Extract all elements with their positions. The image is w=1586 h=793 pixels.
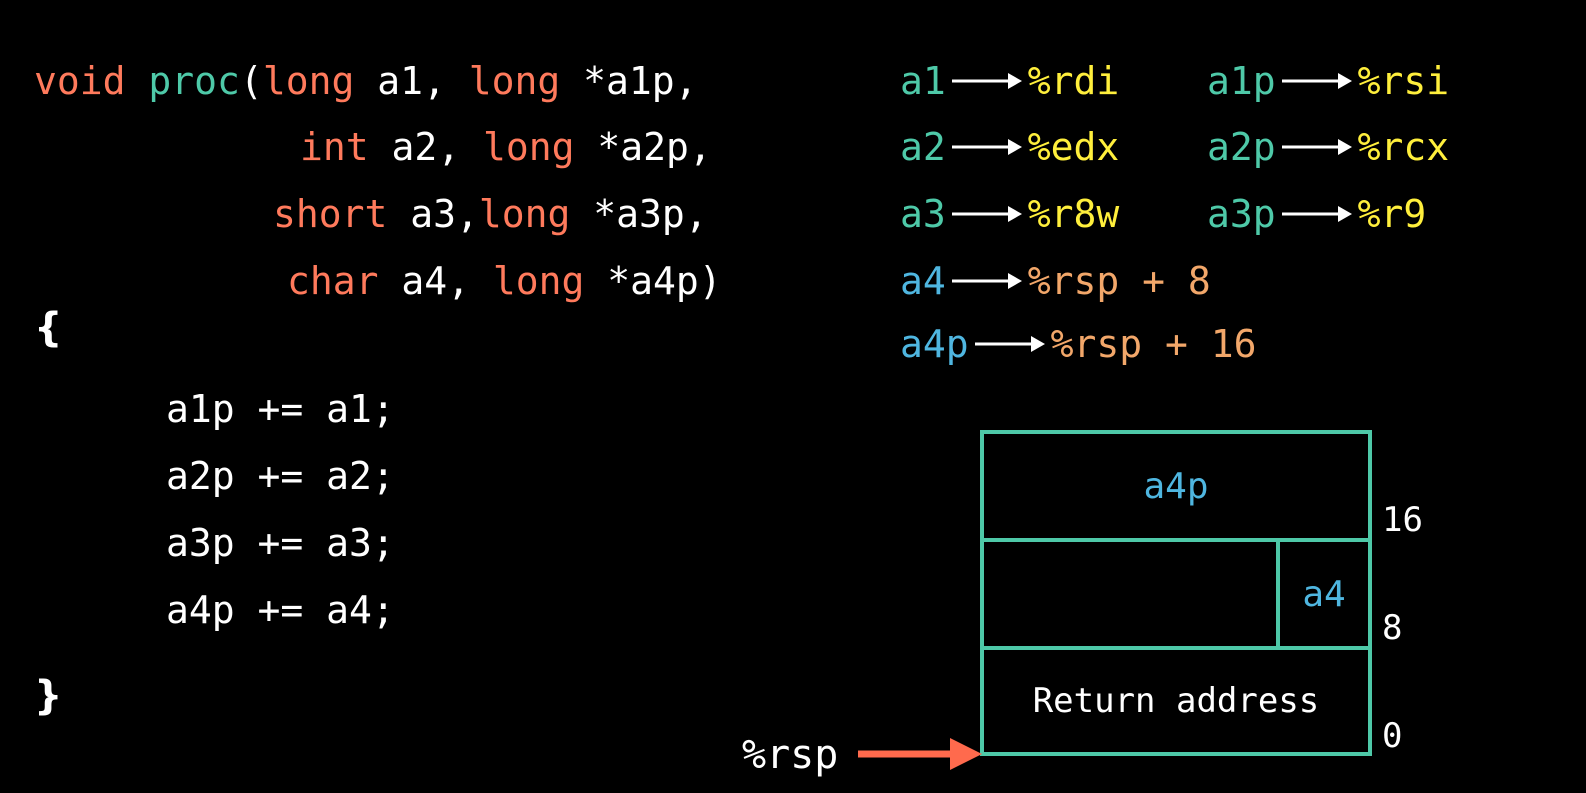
mapping-a4p: a4p %rsp + 16 (900, 325, 1257, 363)
keyword-long: long (262, 59, 355, 103)
keyword-long: long (478, 192, 571, 236)
stack-cell-a4: a4 (1276, 538, 1372, 650)
arg-label: a2p (1207, 125, 1276, 169)
param-text: *a1p, (560, 59, 698, 103)
keyword-void: void (34, 59, 126, 103)
code-line-4: char a4, long *a4p) (287, 262, 722, 300)
mapping-a2: a2 %edx (900, 128, 1119, 166)
arg-label: a1 (900, 59, 946, 103)
register-label: %edx (1027, 125, 1120, 169)
stack-pointer-label: %rsp (742, 732, 839, 778)
param-text: a4, (378, 259, 493, 303)
mapping-a1p: a1p %rsi (1207, 62, 1449, 100)
stack-cell-label: Return address (1032, 681, 1320, 721)
stack-cell-a4p: a4p (980, 430, 1372, 542)
function-name: proc (148, 59, 240, 103)
arrow-right-icon (974, 336, 1045, 352)
arg-label: a4p (900, 322, 969, 366)
param-text: a2, (368, 125, 484, 169)
arrow-right-icon (1281, 139, 1352, 155)
param-text: a3, (387, 192, 479, 236)
code-line-2: int a2, long *a2p, (300, 128, 712, 166)
arrow-right-icon (951, 139, 1022, 155)
keyword-int: int (300, 125, 369, 169)
arrow-right-icon (1281, 206, 1352, 222)
stack-cell-padding (980, 538, 1280, 650)
param-text: a1, (354, 59, 469, 103)
offset-16: 16 (1382, 500, 1423, 540)
code-line-3: short a3,long *a3p, (273, 195, 708, 233)
arrow-right-icon (951, 73, 1022, 89)
arg-label: a1p (1207, 59, 1276, 103)
register-label: %r8w (1027, 192, 1120, 236)
arrow-right-icon (1281, 73, 1352, 89)
body-line-3: a3p += a3; (166, 521, 395, 565)
offset-8: 8 (1382, 608, 1403, 648)
close-brace: } (34, 673, 63, 719)
mapping-a2p: a2p %rcx (1207, 128, 1449, 166)
register-label: %rsi (1357, 59, 1450, 103)
register-label: %rcx (1357, 125, 1450, 169)
mapping-a3: a3 %r8w (900, 195, 1119, 233)
stack-location-label: %rsp + 8 (1027, 259, 1211, 303)
stack-frame: a4p a4 Return address (980, 430, 1372, 756)
register-label: %r9 (1357, 192, 1427, 236)
arg-label: a3p (1207, 192, 1276, 236)
stack-cell-label: a4p (1143, 465, 1209, 507)
body-line-2: a2p += a2; (166, 454, 395, 498)
arrow-right-icon (951, 206, 1022, 222)
param-text: *a2p, (574, 125, 712, 169)
code-line-1: void proc(long a1, long *a1p, (34, 62, 698, 100)
mapping-a3p: a3p %r9 (1207, 195, 1426, 233)
mapping-a1: a1 %rdi (900, 62, 1119, 100)
stack-pointer-arrow-icon (858, 738, 982, 770)
keyword-long: long (468, 59, 561, 103)
offset-0: 0 (1382, 716, 1403, 756)
mapping-a4: a4 %rsp + 8 (900, 262, 1211, 300)
keyword-long: long (483, 125, 575, 169)
stack-cell-label: a4 (1302, 573, 1346, 615)
arrow-right-icon (951, 273, 1022, 289)
open-paren: ( (239, 59, 263, 103)
keyword-short: short (273, 192, 388, 236)
open-brace: { (34, 305, 63, 351)
stack-location-label: %rsp + 16 (1050, 322, 1257, 366)
param-text: *a3p, (570, 192, 708, 236)
body-line-4: a4p += a4; (166, 588, 395, 632)
arg-label: a2 (900, 125, 946, 169)
body-line-1: a1p += a1; (166, 387, 395, 431)
keyword-char: char (287, 259, 379, 303)
register-label: %rdi (1027, 59, 1120, 103)
param-text: *a4p) (584, 259, 722, 303)
keyword-long: long (492, 259, 585, 303)
arg-label: a4 (900, 259, 946, 303)
arg-label: a3 (900, 192, 946, 236)
stack-cell-return-address: Return address (980, 646, 1372, 756)
